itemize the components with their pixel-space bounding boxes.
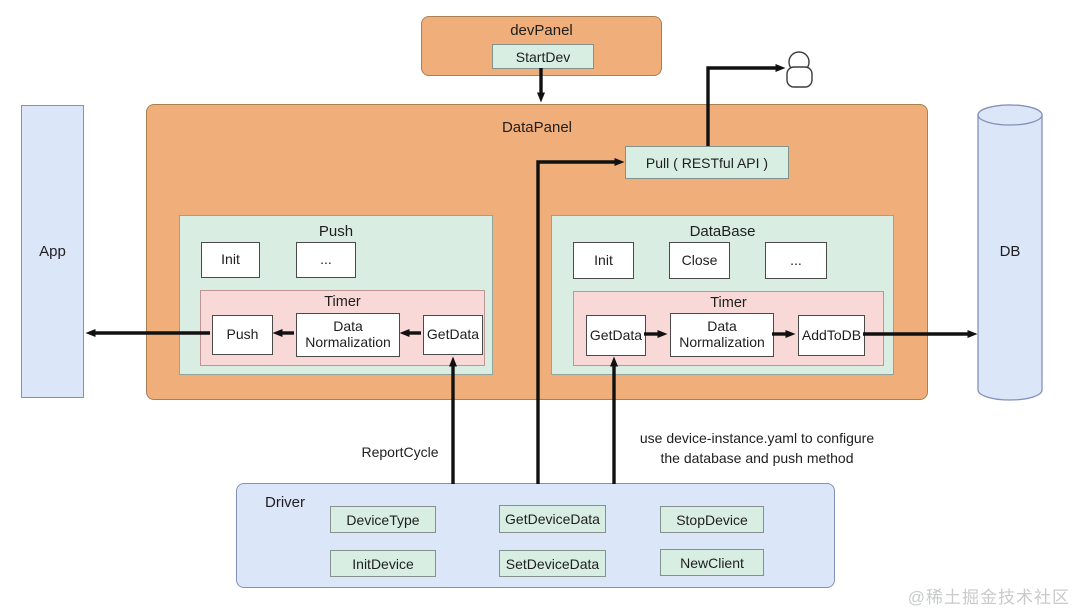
db-cylinder-top	[977, 104, 1043, 126]
driver-title: Driver	[265, 494, 305, 511]
push-more-node: ...	[296, 242, 356, 278]
devpanel-box: devPanel StartDev	[421, 16, 662, 76]
config-note-line1: use device-instance.yaml to configure	[639, 430, 875, 446]
database-timer-title: Timer	[710, 295, 747, 311]
startdev-button: StartDev	[492, 44, 594, 69]
stopdevice-node: StopDevice	[660, 506, 764, 533]
watermark: @稀土掘金技术社区	[907, 588, 1070, 607]
database-group: DataBase Init Close ... Timer GetData Da…	[551, 215, 894, 375]
setdevicedata-node: SetDeviceData	[499, 550, 606, 577]
driver-box: Driver DeviceType GetDeviceData StopDevi…	[236, 483, 835, 588]
devicetype-node: DeviceType	[330, 506, 436, 533]
config-note: use device-instance.yaml to configure th…	[598, 429, 916, 468]
initdevice-node: InitDevice	[330, 550, 436, 577]
config-note-line2: the database and push method	[660, 449, 854, 466]
app-box: App	[21, 105, 84, 398]
database-data-normalization-node: Data Normalization	[670, 313, 774, 357]
devpanel-title: devPanel	[510, 22, 573, 39]
push-group: Push Init ... Timer Push Data Normalizat…	[179, 215, 493, 375]
push-node: Push	[212, 315, 273, 355]
db-label: DB	[999, 243, 1021, 260]
push-data-normalization-node: Data Normalization	[296, 313, 400, 357]
push-timer-title: Timer	[324, 294, 361, 310]
push-group-title: Push	[318, 223, 354, 240]
newclient-node: NewClient	[660, 549, 764, 576]
push-init-node: Init	[201, 242, 260, 278]
user-icon	[786, 51, 813, 88]
database-addtodb-node: AddToDB	[798, 315, 865, 356]
datapanel-title: DataPanel	[501, 119, 573, 136]
db-cylinder	[977, 104, 1043, 401]
database-more-node: ...	[765, 242, 827, 279]
app-label: App	[39, 243, 66, 260]
getdevicedata-node: GetDeviceData	[499, 505, 606, 533]
database-init-node: Init	[573, 242, 634, 279]
database-getdata-node: GetData	[586, 315, 646, 356]
push-timer-box: Timer Push Data Normalization GetData	[200, 290, 485, 366]
push-getdata-node: GetData	[423, 315, 483, 355]
database-group-title: DataBase	[689, 223, 756, 240]
pull-restful-api-box: Pull ( RESTful API )	[625, 146, 789, 179]
database-close-node: Close	[669, 242, 730, 279]
reportcycle-label: ReportCycle	[361, 444, 439, 460]
database-timer-box: Timer GetData Data Normalization AddToDB	[573, 291, 884, 366]
